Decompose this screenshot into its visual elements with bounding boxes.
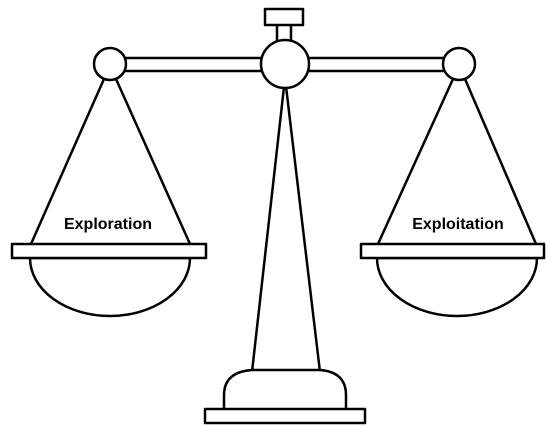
left-pivot (92, 46, 128, 82)
right-pan-string-left (376, 77, 455, 246)
left-pan-bowl (28, 256, 192, 318)
scale-base-plate (203, 407, 367, 425)
right-pan-string-right (463, 77, 538, 246)
left-pan-label: Exploration (64, 216, 152, 233)
right-pan-label: Exploitation (412, 216, 504, 233)
right-pan-bar (359, 242, 546, 260)
left-pan-string-right (114, 77, 192, 246)
scale-base-dome (222, 368, 348, 412)
scale-top-cap (263, 7, 305, 27)
scale-post (250, 76, 322, 374)
right-pan-bowl (375, 256, 539, 318)
center-pivot (259, 38, 311, 90)
left-pan-bar (10, 242, 208, 260)
left-pan-string-left (29, 77, 106, 246)
right-pivot (441, 46, 477, 82)
